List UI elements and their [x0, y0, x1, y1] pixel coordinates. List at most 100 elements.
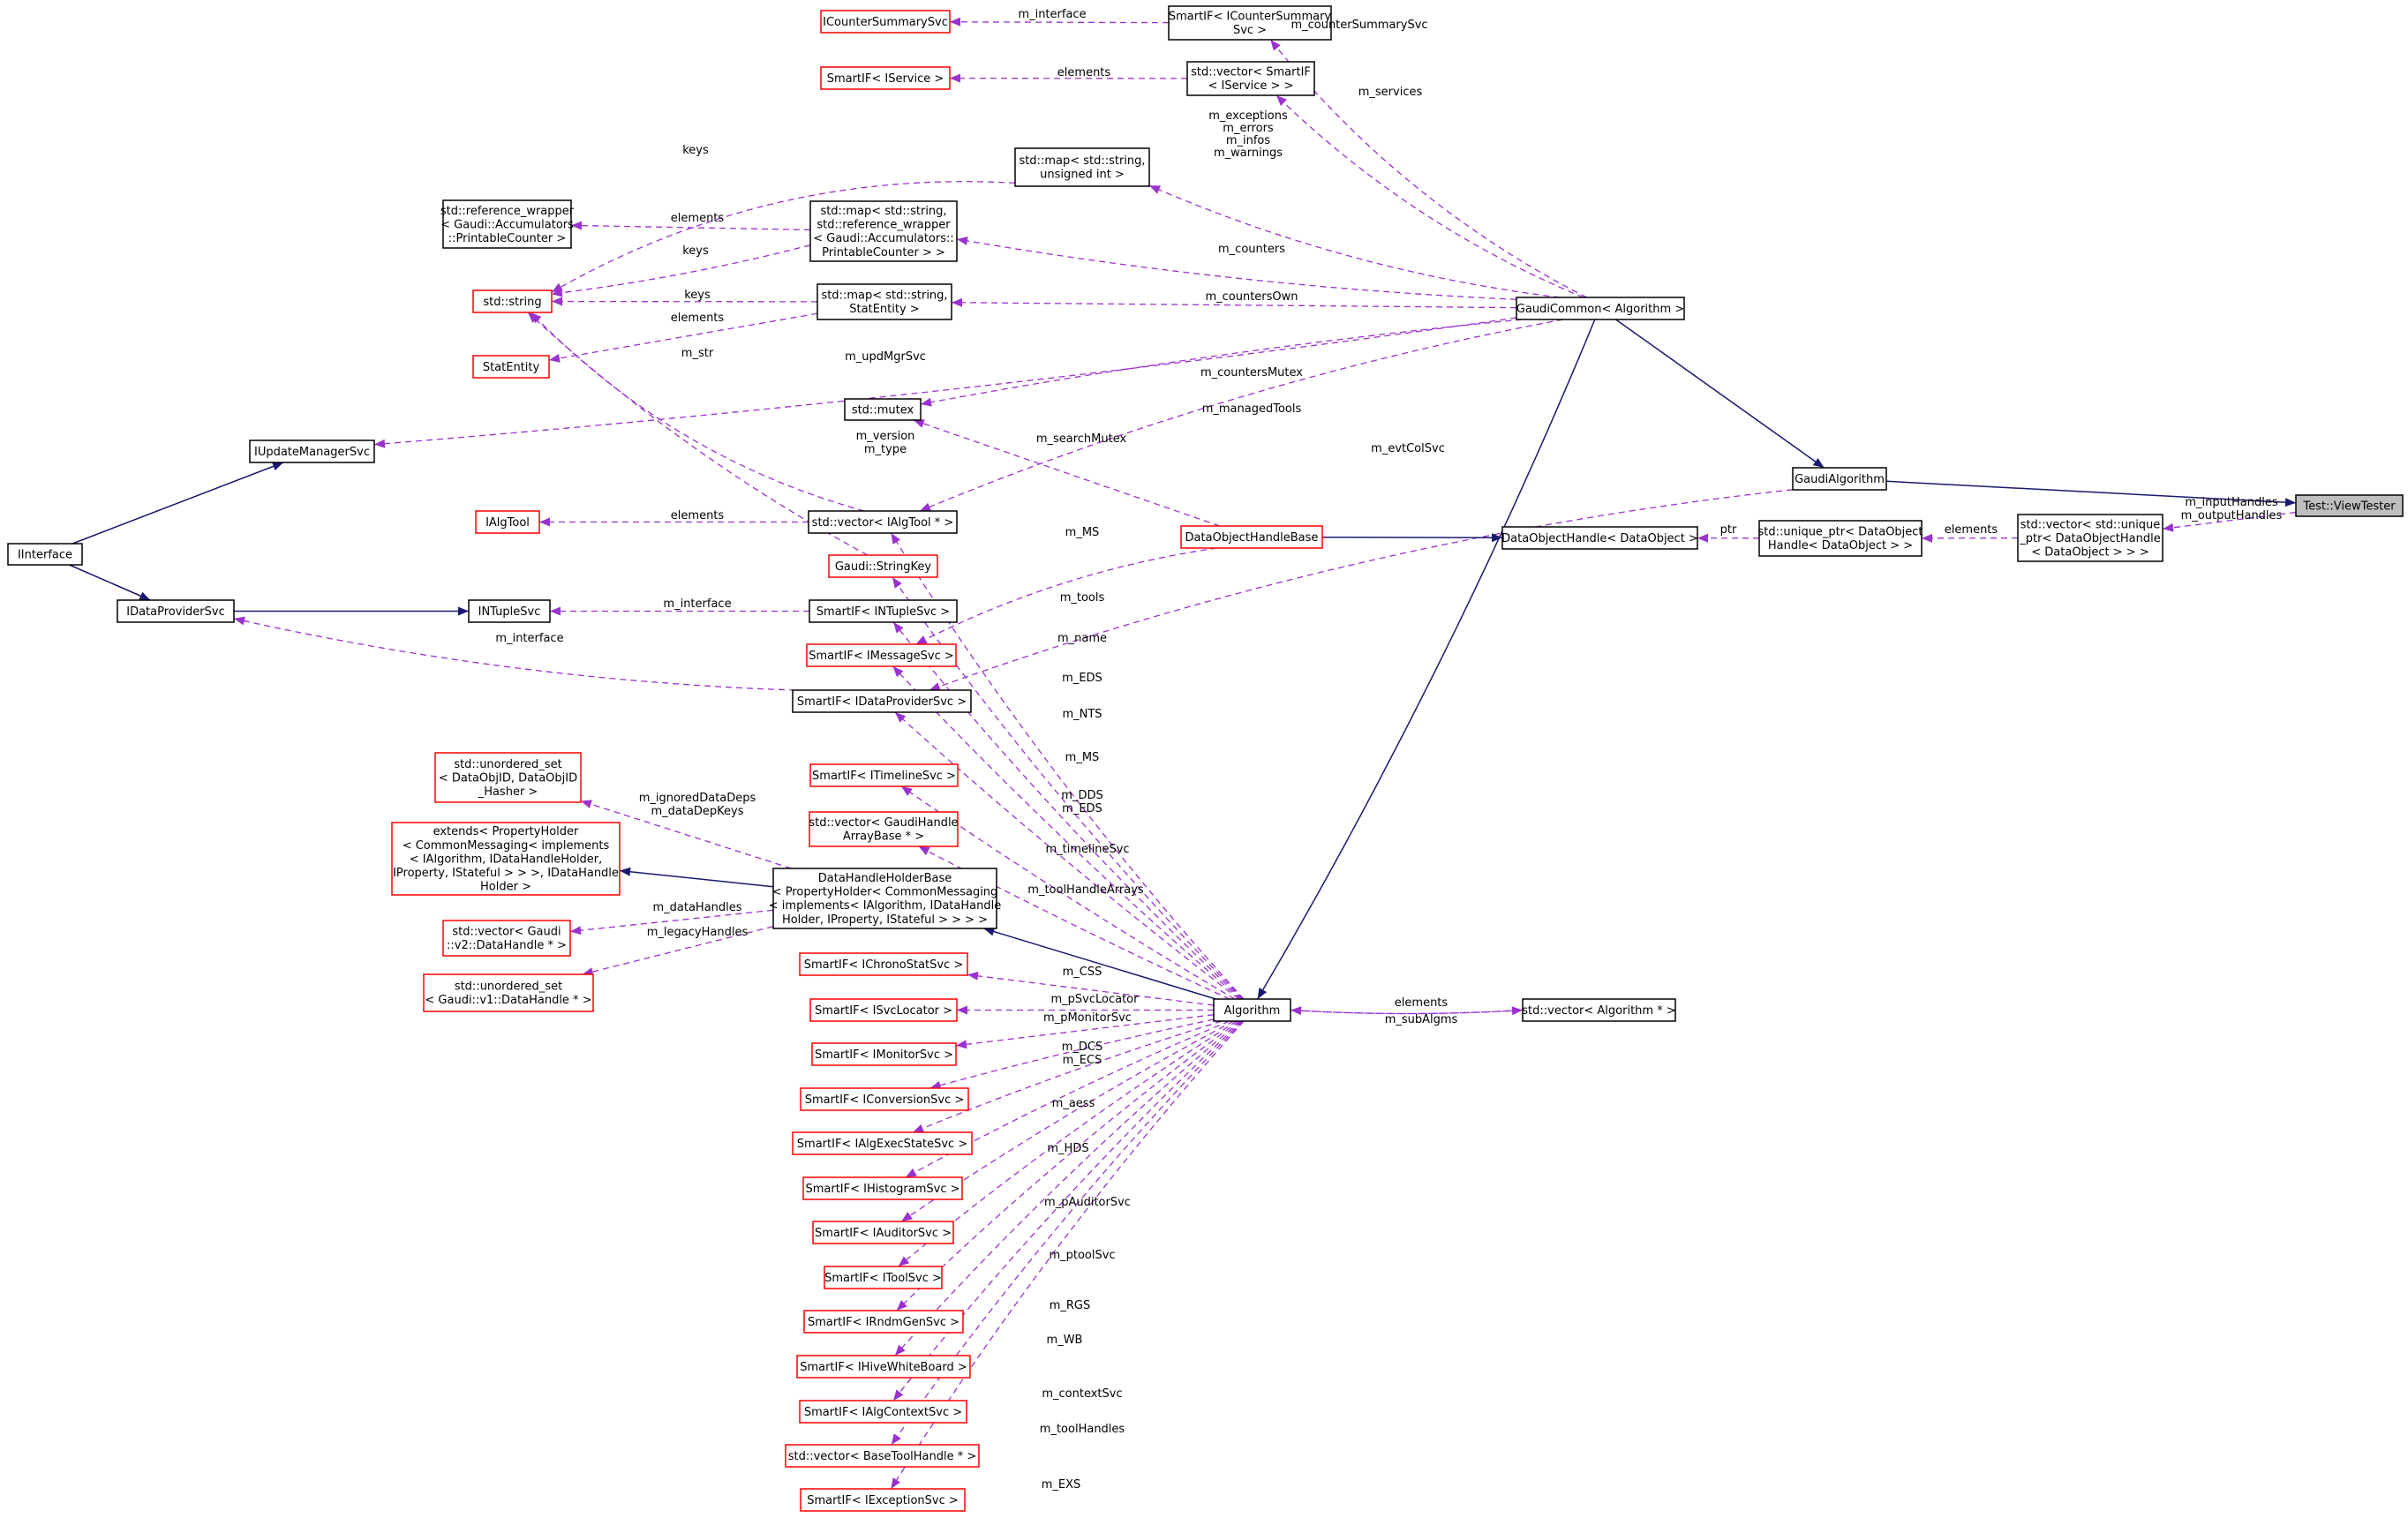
edge-vec_ialgtool-to-stdstring: [531, 312, 865, 512]
node-viewtester[interactable]: Test::ViewTester: [2295, 494, 2404, 517]
edge-label: m_version: [856, 430, 915, 443]
edge-algorithm-to-stringkey: [892, 576, 1244, 1000]
node-dohb[interactable]: DataObjectHandleBase: [1180, 525, 1323, 549]
node-label-smart_idataprov: SmartIF< IDataProviderSvc >: [797, 695, 967, 709]
node-smart_iexception[interactable]: SmartIF< IExceptionSvc >: [800, 1488, 966, 1512]
arrowhead-algorithm-to-smart_iexception: [891, 1477, 901, 1489]
node-vec_basetool[interactable]: std::vector< BaseToolHandle * >: [785, 1444, 980, 1468]
node-label-map_string_refwrap: std::map< std::string,: [820, 205, 946, 218]
node-label-smart_irndm: SmartIF< IRndmGenSvc >: [808, 1316, 959, 1329]
node-label-vec_gaudihandle: ArrayBase * >: [843, 830, 924, 844]
node-vec_algorithm[interactable]: std::vector< Algorithm * >: [1522, 998, 1676, 1022]
node-smart_iservice[interactable]: SmartIF< IService >: [820, 66, 951, 90]
node-box-uptr_doh: [1758, 520, 1923, 557]
node-box-smart_intuple: [809, 599, 958, 623]
node-extends_ph[interactable]: extends< PropertyHolder< CommonMessaging…: [391, 822, 621, 896]
arrowhead-algorithm-to-smart_ialgctx: [892, 1389, 904, 1401]
node-ialgtool[interactable]: IAlgTool: [475, 510, 540, 534]
node-uset_dataobjid[interactable]: std::unordered_set< DataObjID, DataObjID…: [434, 752, 582, 803]
arrowhead-map_string_refwrap-to-stdstring: [552, 288, 563, 297]
node-uptr_doh[interactable]: std::unique_ptr< DataObjectHandle< DataO…: [1757, 520, 1923, 557]
edge-label: m_outputHandles: [2181, 509, 2283, 522]
edge-algorithm-to-smart_iauditor: [900, 1020, 1235, 1222]
node-label-vec_smart_iservice: std::vector< SmartIF: [1191, 66, 1311, 79]
edge-gaudicommon-to-iupdatemgr: [373, 317, 1517, 446]
edge-gaudicommon-to-mutex: [920, 319, 1523, 405]
node-map_string_stat[interactable]: std::map< std::string,StatEntity >: [816, 283, 952, 320]
node-label-iupdatemgr: IUpdateManagerSvc: [254, 446, 370, 459]
node-smart_iconv[interactable]: SmartIF< IConversionSvc >: [800, 1087, 969, 1111]
node-refwrap[interactable]: std::reference_wrapper< Gaudi::Accumulat…: [440, 199, 575, 249]
node-label-dohb: DataObjectHandleBase: [1185, 531, 1319, 545]
node-smart_ialgexec[interactable]: SmartIF< IAlgExecStateSvc >: [792, 1131, 973, 1155]
node-dhhb[interactable]: DataHandleHolderBase< PropertyHolder< Co…: [769, 868, 1001, 929]
node-iupdatemgr[interactable]: IUpdateManagerSvc: [249, 440, 375, 463]
node-vec_v2_datahandle[interactable]: std::vector< Gaudi::v2::DataHandle * >: [442, 920, 571, 957]
node-idataprov[interactable]: IDataProviderSvc: [117, 599, 235, 623]
node-stdstring[interactable]: std::string: [472, 289, 553, 313]
node-vec_smart_iservice[interactable]: std::vector< SmartIF< IService > >: [1186, 61, 1315, 96]
node-smart_ccsummary[interactable]: SmartIF< ICounterSummarySvc >: [1168, 5, 1332, 41]
node-smart_ialgctx[interactable]: SmartIF< IAlgContextSvc >: [799, 1400, 967, 1424]
node-map_string_refwrap[interactable]: std::map< std::string,std::reference_wra…: [809, 200, 958, 262]
node-gaudicommon[interactable]: GaudiCommon< Algorithm >: [1516, 297, 1685, 320]
node-stringkey[interactable]: Gaudi::StringKey: [828, 554, 938, 578]
edge-label: ptr: [1720, 523, 1737, 537]
node-box-stdstring: [472, 289, 553, 313]
edge-label: m_name: [1057, 632, 1107, 645]
node-label-vec_v2_datahandle: ::v2::DataHandle * >: [447, 939, 567, 952]
edge-label: m_managedTools: [1202, 402, 1302, 416]
node-smart_itimeline[interactable]: SmartIF< ITimelineSvc >: [809, 763, 959, 787]
node-gaudialg[interactable]: GaudiAlgorithm: [1792, 467, 1887, 491]
node-smart_ihive[interactable]: SmartIF< IHiveWhiteBoard >: [796, 1355, 971, 1379]
node-box-smart_itool: [824, 1266, 943, 1289]
node-smart_iauditor[interactable]: SmartIF< IAuditorSvc >: [812, 1221, 954, 1244]
node-smart_irndm[interactable]: SmartIF< IRndmGenSvc >: [803, 1310, 964, 1334]
node-smart_imsg[interactable]: SmartIF< IMessageSvc >: [806, 643, 957, 667]
node-smart_idataprov[interactable]: SmartIF< IDataProviderSvc >: [792, 689, 972, 713]
arrowhead-algorithm-to-vec_basetool: [891, 1433, 901, 1445]
node-map_string_uint[interactable]: std::map< std::string,unsigned int >: [1014, 147, 1150, 187]
edge-label: m_interface: [663, 597, 731, 611]
node-label-vec_algorithm: std::vector< Algorithm * >: [1522, 1004, 1675, 1018]
edges-layer: [69, 17, 2297, 1490]
edge-label: m_subAlgms: [1385, 1013, 1458, 1026]
node-vec_ialgtool[interactable]: std::vector< IAlgTool * >: [808, 510, 958, 534]
node-smart_ihisto[interactable]: SmartIF< IHistogramSvc >: [802, 1176, 963, 1200]
edge-label: m_EXS: [1042, 1478, 1081, 1492]
edge-gaudialg-to-smart_idataprov: [929, 489, 1794, 691]
edge-gaudicommon-to-vec_ialgtool: [919, 319, 1564, 512]
node-label-smart_itool: SmartIF< IToolSvc >: [824, 1272, 942, 1285]
node-statentity[interactable]: StatEntity: [472, 355, 550, 379]
node-ccsummary[interactable]: ICounterSummarySvc: [820, 10, 951, 34]
node-mutex[interactable]: std::mutex: [844, 398, 922, 421]
edge-label: m_dataHandles: [652, 901, 741, 914]
arrowhead-gaudicommon-to-map_string_stat: [952, 297, 963, 307]
node-smart_isvcloc[interactable]: SmartIF< ISvcLocator >: [809, 998, 958, 1022]
node-iinterface[interactable]: IInterface: [7, 543, 83, 566]
node-intuplesvc[interactable]: INTupleSvc: [468, 599, 551, 623]
node-box-smart_imsg: [806, 643, 957, 667]
edge-dhhb-to-uset_v1_datahandle: [582, 926, 774, 975]
node-smart_ichrono[interactable]: SmartIF< IChronoStatSvc >: [799, 952, 968, 976]
edge-gaudicommon-to-map_string_refwrap: [956, 238, 1517, 300]
edge-label: m_EDS: [1062, 672, 1102, 685]
node-smart_imonitor[interactable]: SmartIF< IMonitorSvc >: [811, 1042, 957, 1066]
arrowhead-smart_intuple-to-intuplesvc: [550, 606, 561, 616]
node-vec_uptr_doh[interactable]: std::vector< std::unique_ptr< DataObject…: [2017, 514, 2163, 562]
node-box-uset_v1_datahandle: [423, 973, 594, 1012]
node-label-vec_uptr_doh: < DataObject > > >: [2031, 545, 2148, 559]
edge-label: m_countersMutex: [1200, 366, 1303, 379]
node-doh[interactable]: DataObjectHandle< DataObject >: [1501, 526, 1698, 550]
edge-label: m_dataDepKeys: [651, 805, 743, 818]
node-label-smart_ihive: SmartIF< IHiveWhiteBoard >: [800, 1361, 967, 1374]
node-smart_intuple[interactable]: SmartIF< INTupleSvc >: [809, 599, 958, 623]
edge-label: elements: [1395, 996, 1449, 1010]
node-smart_itool[interactable]: SmartIF< IToolSvc >: [824, 1266, 943, 1289]
node-algorithm[interactable]: Algorithm: [1213, 998, 1291, 1022]
node-uset_v1_datahandle[interactable]: std::unordered_set< Gaudi::v1::DataHandl…: [423, 973, 594, 1012]
arrowhead-vec_uptr_doh-to-uptr_doh: [1922, 533, 1933, 543]
arrowhead-algorithm-to-smart_imonitor: [956, 1040, 967, 1049]
edge-label: m_toolHandles: [1040, 1423, 1125, 1436]
